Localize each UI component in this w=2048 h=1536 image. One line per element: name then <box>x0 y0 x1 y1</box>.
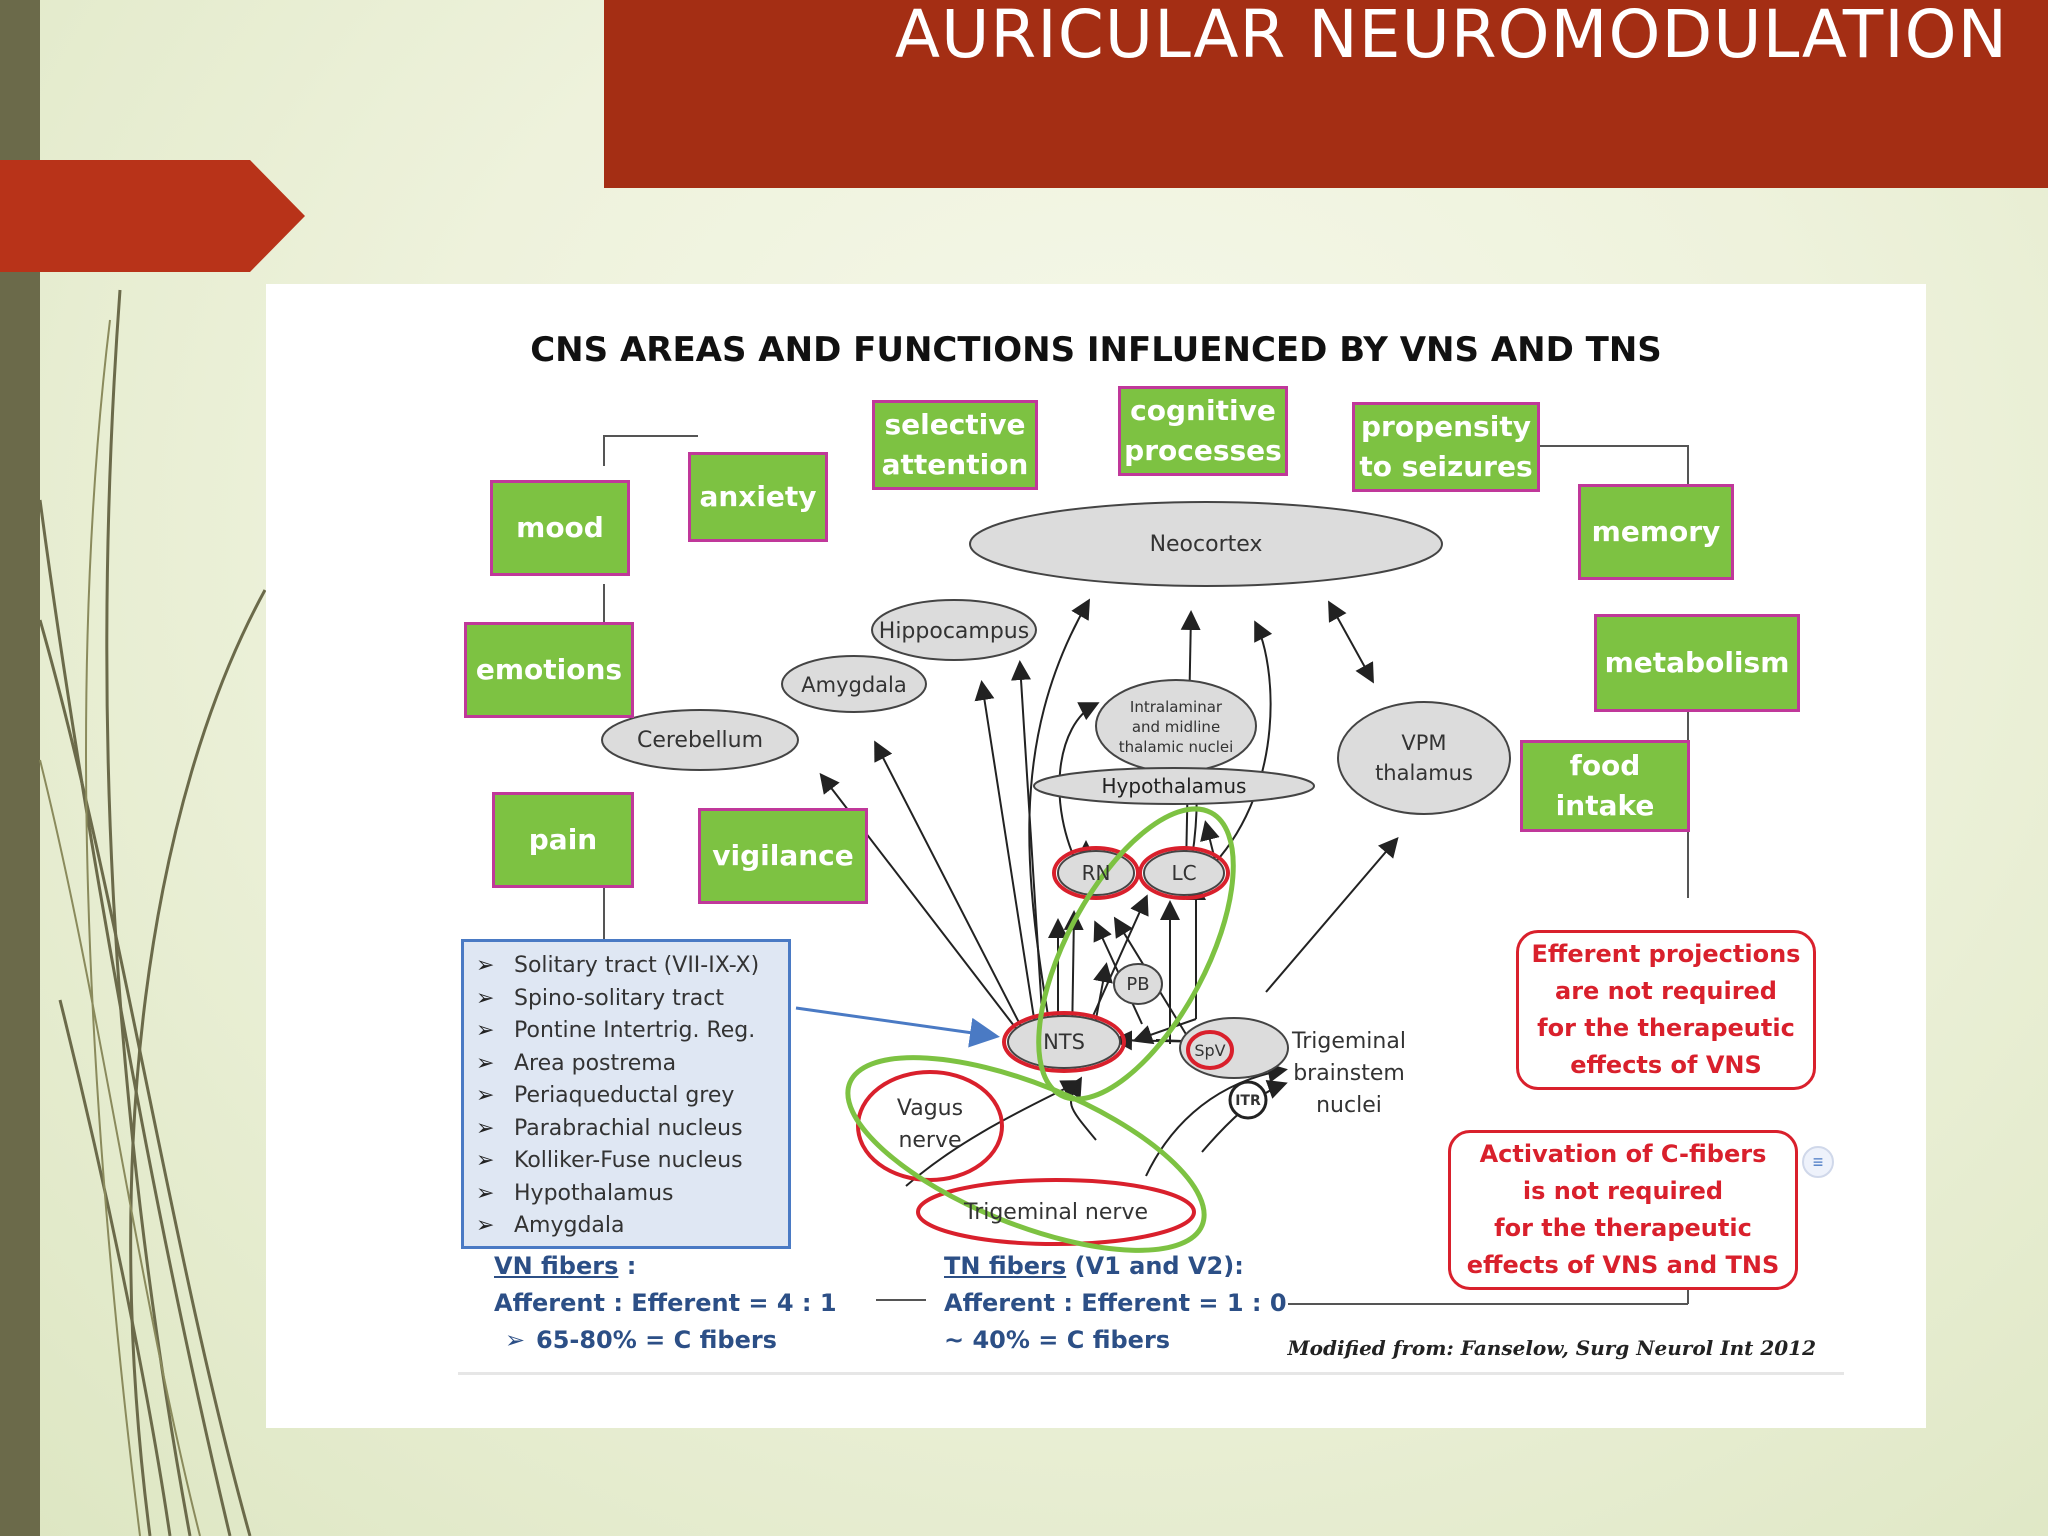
arrow-tab <box>0 160 305 272</box>
bullet-arrow-icon: ➢ <box>476 1083 495 1108</box>
label-hippocampus: Hippocampus <box>878 618 1030 644</box>
label-pb: PB <box>1126 973 1150 995</box>
bullet-arrow-icon: ➢ <box>476 1213 495 1238</box>
slide-title: AURICULAR NEUROMODULATION <box>894 0 2008 73</box>
itr-shape <box>1228 1080 1268 1120</box>
function-cognitive-processes: cognitive processes <box>1118 386 1288 476</box>
tract-item: ➢Solitary tract (VII-IX-X) <box>476 950 788 983</box>
note-c-fibers: Activation of C-fibers is not required f… <box>1448 1130 1798 1290</box>
neocortex-shape <box>969 501 1443 587</box>
tract-item: ➢Spino-solitary tract <box>476 983 788 1016</box>
tract-item: ➢Parabrachial nucleus <box>476 1113 788 1146</box>
tract-item: ➢Kolliker-Fuse nucleus <box>476 1145 788 1178</box>
function-selective-attention: selective attention <box>872 400 1038 490</box>
tract-item: ➢Hypothalamus <box>476 1178 788 1211</box>
label-nts: NTS <box>1043 1030 1085 1054</box>
tn-fibers-header: TN fibers <box>944 1252 1067 1280</box>
amygdala-shape <box>781 655 927 713</box>
hippocampus-shape <box>871 599 1037 661</box>
green-highlights <box>845 806 1236 1253</box>
vpm-thalamus-shape <box>1337 701 1511 815</box>
function-emotions: emotions <box>464 622 634 718</box>
tract-item: ➢Area postrema <box>476 1048 788 1081</box>
hypothalamus-shape <box>1033 767 1315 805</box>
label-hypothalamus: Hypothalamus <box>1101 774 1247 798</box>
function-metabolism: metabolism <box>1594 614 1800 712</box>
figure-panel: CNS AREAS AND FUNCTIONS INFLUENCED BY VN… <box>266 284 1926 1428</box>
vn-fibers-cfibers: 65-80% = C fibers <box>536 1326 777 1354</box>
tract-item: ➢Pontine Intertrig. Reg. <box>476 1015 788 1048</box>
bullet-arrow-icon: ➢ <box>476 1115 495 1141</box>
label-thalamic-nuclei: Intralaminar and midline thalamic nuclei <box>1118 698 1234 756</box>
tn-fibers-cfibers: ~ 40% = C fibers <box>944 1326 1171 1354</box>
label-cerebellum: Cerebellum <box>636 727 764 753</box>
vn-fibers-info: VN fibers : Afferent : Efferent = 4 : 1 … <box>494 1248 837 1359</box>
tn-fibers-ratio: Afferent : Efferent = 1 : 0 <box>944 1289 1287 1317</box>
label-lc: LC <box>1171 861 1197 885</box>
tract-item: ➢Periaqueductal grey <box>476 1080 788 1113</box>
function-anxiety: anxiety <box>688 452 828 542</box>
note-efferent: Efferent projections are not required fo… <box>1516 930 1816 1090</box>
bullet-arrow-icon: ➢ <box>476 1018 495 1043</box>
bullet-arrow-icon: ➢ <box>476 953 495 978</box>
label-amygdala: Amygdala <box>801 673 907 697</box>
function-propensity-to-seizures: propensity to seizures <box>1352 402 1540 492</box>
vn-fibers-ratio: Afferent : Efferent = 4 : 1 <box>494 1289 837 1317</box>
tract-arrow <box>795 1006 1000 1048</box>
tract-item: ➢Amygdala <box>476 1210 788 1243</box>
vn-fibers-header: VN fibers <box>494 1252 619 1280</box>
menu-icon[interactable]: ≡ <box>1802 1146 1834 1178</box>
red-highlights <box>856 846 1234 1246</box>
label-vpm-thalamus: VPM thalamus <box>1375 731 1473 785</box>
label-trigeminal-nerve: Trigeminal nerve <box>963 1199 1148 1225</box>
tn-fibers-info: TN fibers (V1 and V2): Afferent : Effere… <box>944 1248 1287 1359</box>
bullet-arrow-icon: ➢ <box>476 1050 495 1076</box>
label-neocortex: Neocortex <box>1149 531 1263 557</box>
bullet-arrow-icon: ➢ <box>476 985 495 1011</box>
function-pain: pain <box>492 792 634 888</box>
lc-shape <box>1143 850 1225 896</box>
label-itr: ITR <box>1235 1093 1261 1109</box>
title-banner <box>604 0 2048 188</box>
function-vigilance: vigilance <box>698 808 868 904</box>
cerebellum-shape <box>601 709 799 771</box>
label-vagus-nerve: Vagus nerve <box>896 1096 964 1153</box>
bullet-arrow-icon: ➢ <box>476 1148 495 1173</box>
label-rn: RN <box>1081 861 1111 885</box>
pb-shape <box>1113 963 1163 1005</box>
function-food-intake: food intake <box>1520 740 1690 832</box>
tract-list-box: ➢Solitary tract (VII-IX-X) ➢Spino-solita… <box>461 939 791 1249</box>
function-mood: mood <box>490 480 630 576</box>
function-memory: memory <box>1578 484 1734 580</box>
label-spv: SpV <box>1194 1040 1226 1060</box>
figure-title: CNS AREAS AND FUNCTIONS INFLUENCED BY VN… <box>530 330 1662 370</box>
nts-shape <box>1007 1015 1121 1069</box>
brain-structures <box>601 501 1511 1079</box>
citation: Modified from: Fanselow, Surg Neurol Int… <box>1287 1336 1816 1360</box>
grass-decoration <box>38 289 267 1536</box>
label-trigeminal-brainstem: Trigeminal brainstem nuclei <box>1292 1029 1406 1118</box>
bottom-divider <box>458 1372 1844 1375</box>
bullet-arrow-icon: ➢ <box>504 1326 526 1354</box>
bullet-arrow-icon: ➢ <box>476 1180 495 1206</box>
